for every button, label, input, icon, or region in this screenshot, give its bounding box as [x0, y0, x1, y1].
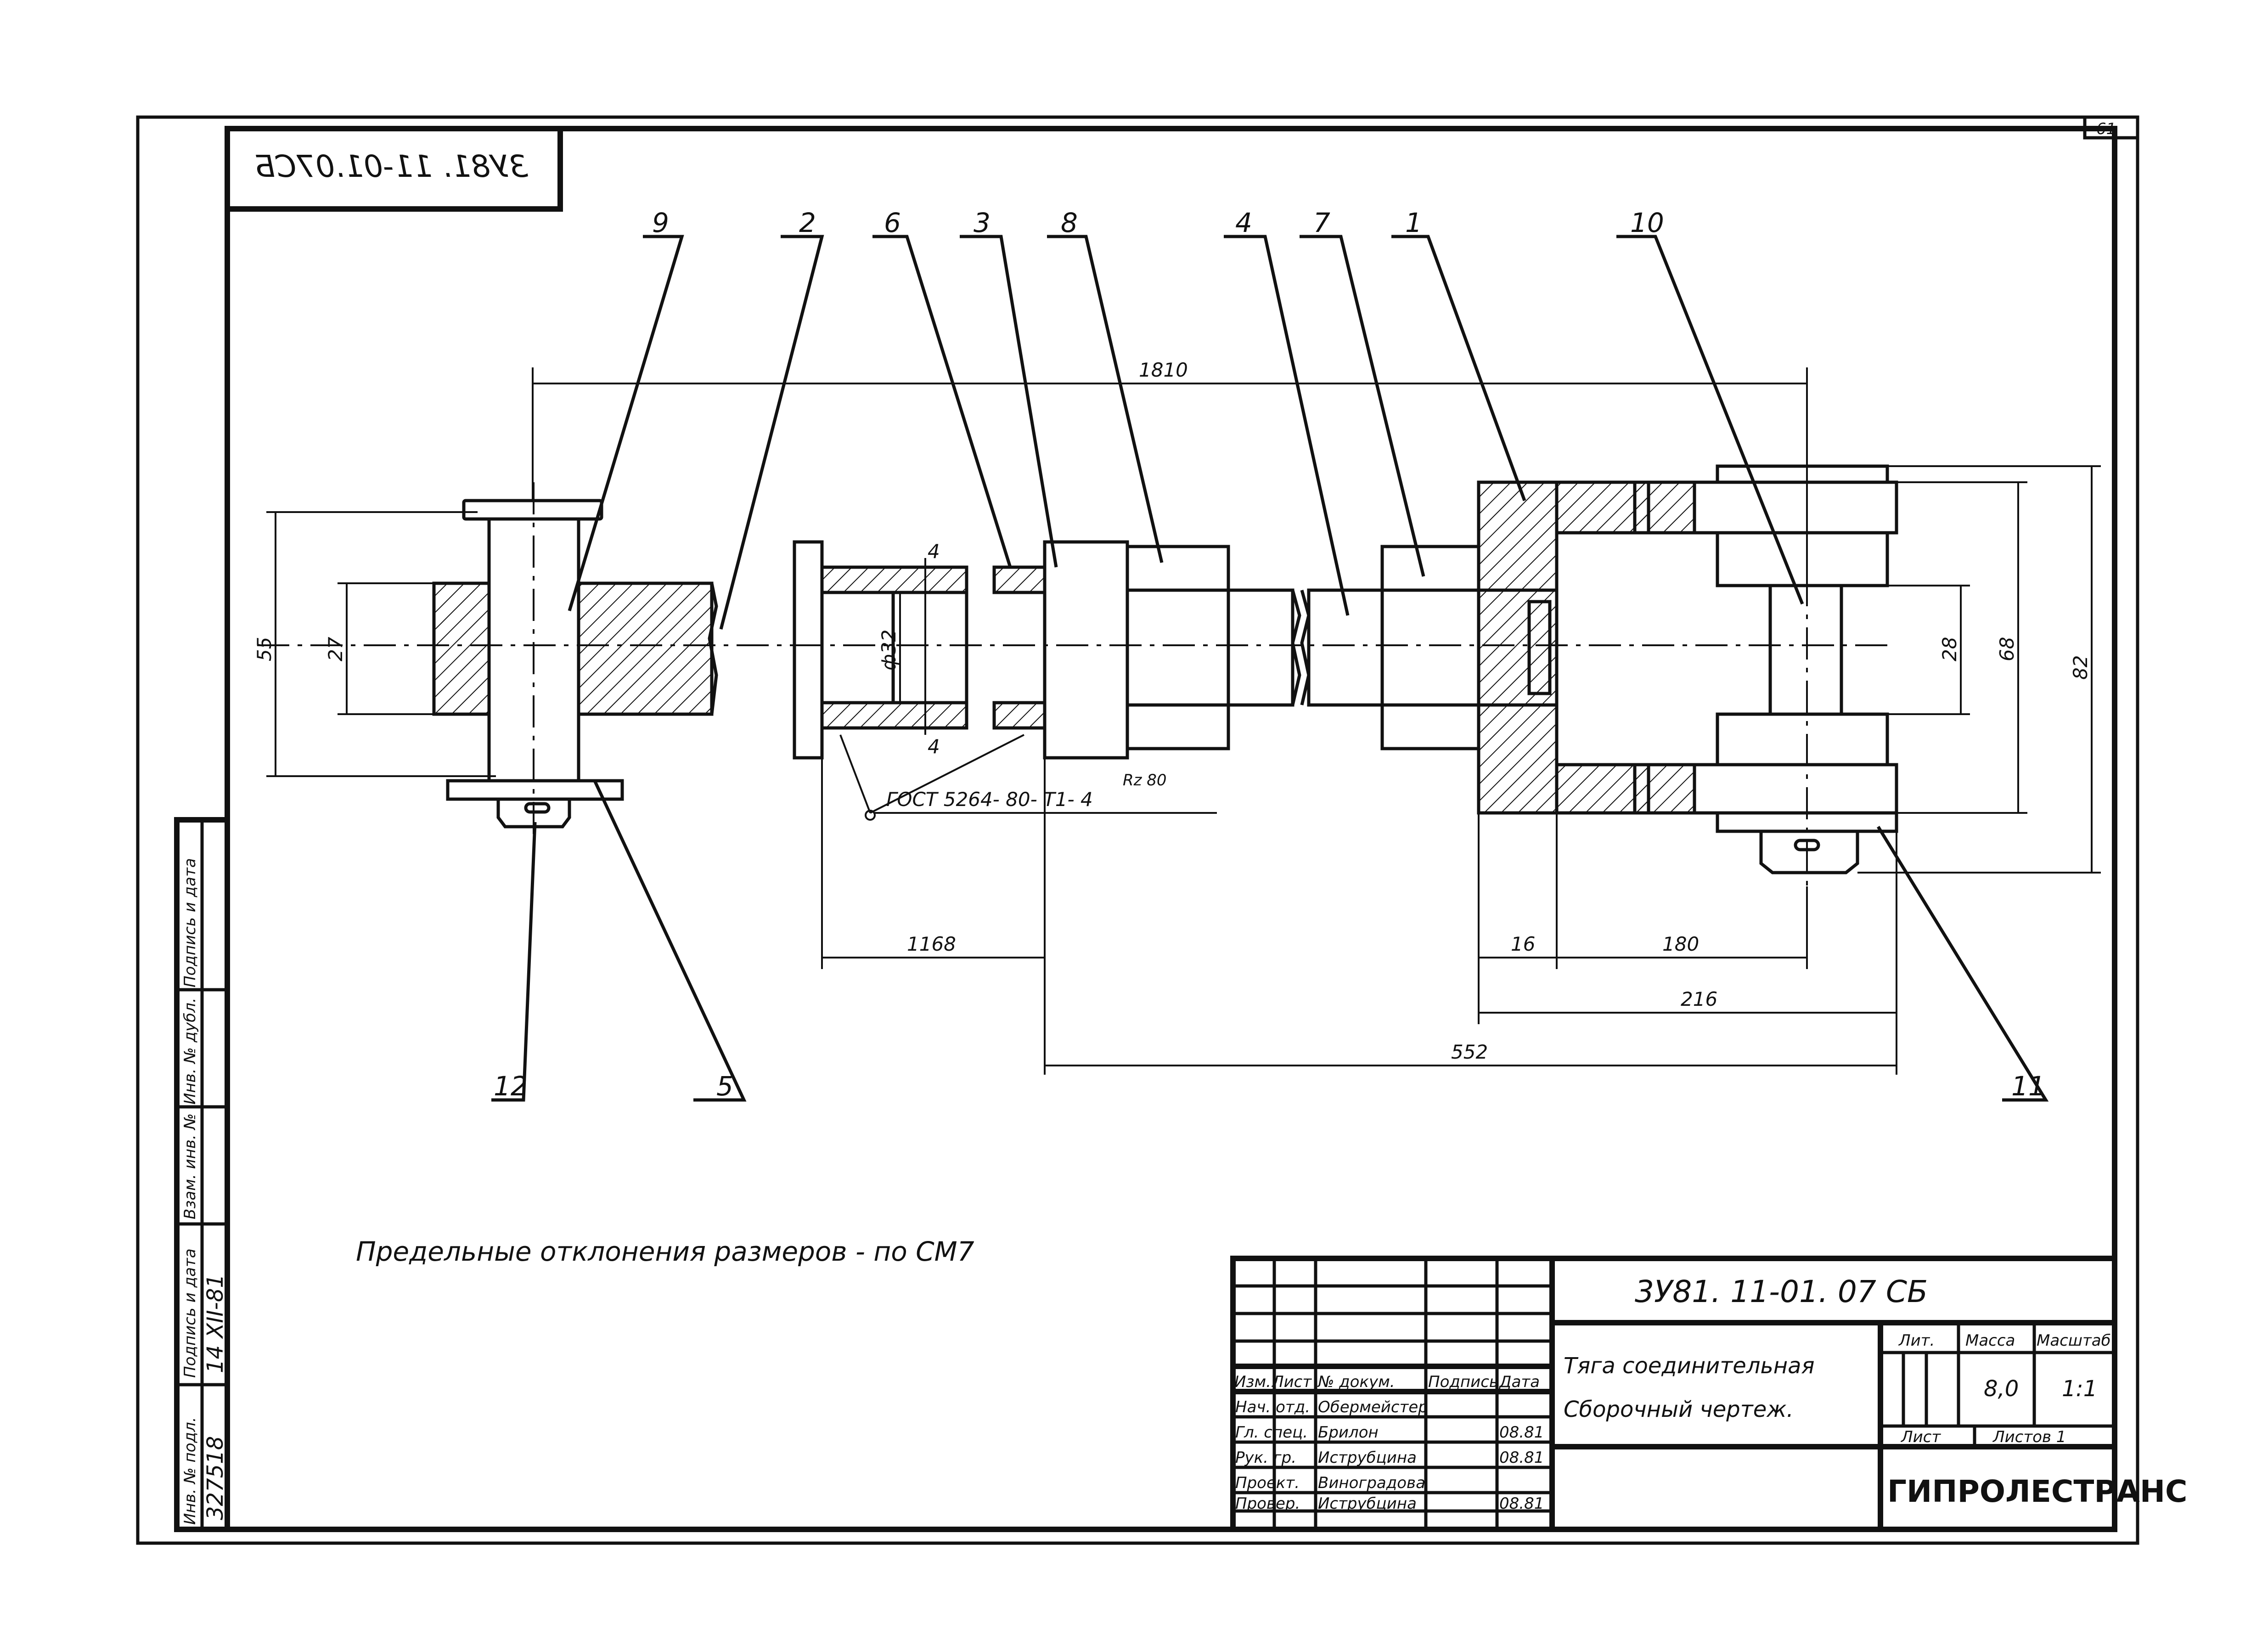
tb-title-line1: Тяга соединительная — [1564, 1353, 1814, 1379]
weld-note: ГОСТ 5264- 80- Т1- 4 — [886, 788, 1093, 811]
outer-frame — [136, 115, 2139, 1545]
dim-55: 55 — [253, 637, 276, 661]
tb-mass-label: Масса — [1965, 1331, 2015, 1350]
section-mark-4-top: 4 — [928, 540, 940, 563]
part-labels: 9 2 6 3 8 4 7 1 10 12 5 11 — [494, 207, 2045, 1102]
part-label-4: 4 — [1235, 207, 1252, 238]
tb-header-sheet: Лист — [1271, 1373, 1312, 1391]
tb-header-change: Изм. — [1234, 1373, 1271, 1391]
tb-scale-label: Масштаб — [2037, 1331, 2111, 1350]
stamp-code-box — [225, 126, 563, 212]
tb-lit-label: Лит. — [1898, 1331, 1935, 1350]
tb-organization: ГИПРОЛЕСТРАНС — [1887, 1474, 2188, 1509]
tb-title-line2: Сборочный чертеж. — [1564, 1397, 1794, 1422]
tb-name-0: Обермейстер — [1318, 1398, 1428, 1416]
side-label-replace: Взам. инв. № — [181, 1113, 199, 1219]
part-label-2: 2 — [799, 207, 816, 238]
section-mark-4-bottom: 4 — [928, 735, 940, 758]
dimension-texts: 1810 1168 16 180 216 552 55 27 ф32 28 68… — [253, 359, 2092, 1063]
dim-28: 28 — [1938, 637, 1961, 661]
side-label-inv-orig: Инв. № подл. — [181, 1417, 199, 1525]
side-label-signature-1: Подпись и дата — [181, 1248, 199, 1378]
side-date: 14 XII-81 — [203, 1274, 228, 1373]
part-label-3: 3 — [974, 207, 990, 238]
part-label-11: 11 — [2011, 1071, 2045, 1102]
tb-scale-value: 1:1 — [2062, 1376, 2097, 1402]
part-label-8: 8 — [1061, 207, 1078, 238]
tb-date-2: 08.81 — [1499, 1449, 1544, 1467]
tb-sheets-label: Листов 1 — [1992, 1428, 2066, 1446]
tb-name-4: Иструбцина — [1318, 1494, 1417, 1513]
tb-sheet-label: Лист — [1900, 1428, 1941, 1446]
dim-d32: ф32 — [878, 630, 900, 671]
fork-body — [1380, 464, 1898, 886]
part-label-10: 10 — [1630, 207, 1664, 238]
weld-roughness: Rz 80 — [1123, 771, 1167, 789]
part-label-1: 1 — [1405, 207, 1422, 238]
tb-role-2: Рук. гр. — [1235, 1449, 1296, 1467]
tb-date-4: 08.81 — [1499, 1494, 1544, 1513]
part-label-7: 7 — [1313, 207, 1330, 238]
side-label-signature-2: Подпись и дата — [181, 858, 199, 987]
dim-552: 552 — [1451, 1041, 1488, 1063]
tb-document-code: 3У81. 11-01. 07 СБ — [1635, 1274, 1928, 1309]
tube-part-2 — [708, 540, 968, 760]
side-label-inv-dup: Инв. № дубл. — [181, 998, 199, 1105]
tb-name-3: Виноградова — [1318, 1474, 1425, 1492]
tb-role-1: Гл. спец. — [1235, 1423, 1308, 1442]
dim-27: 27 — [324, 637, 347, 661]
dim-180: 180 — [1662, 933, 1699, 955]
coupling-cluster — [992, 540, 1301, 760]
left-pin-assembly — [432, 482, 714, 840]
side-inventory-number: 327518 — [203, 1436, 228, 1520]
part-label-12: 12 — [494, 1071, 528, 1102]
dim-1810: 1810 — [1139, 359, 1188, 381]
tb-mass-value: 8,0 — [1984, 1376, 2019, 1402]
sheet-number: 61 — [2096, 120, 2116, 138]
sheet-number-box — [2083, 115, 2139, 140]
leader-lines — [491, 235, 2049, 1102]
dimension-lines — [266, 367, 2101, 1075]
dim-82: 82 — [2069, 655, 2092, 680]
rod-part-4 — [1300, 588, 1384, 707]
tb-date-1: 08.81 — [1499, 1423, 1544, 1442]
part-label-5: 5 — [716, 1071, 733, 1102]
tb-role-0: Нач. отд. — [1235, 1398, 1310, 1416]
tolerance-note: Предельные отклонения размеров - по СМ7 — [356, 1236, 974, 1267]
tb-name-2: Иструбцина — [1318, 1449, 1417, 1467]
side-stamp: Инв. № подл. Подпись и дата Взам. инв. №… — [174, 817, 230, 1532]
part-label-6: 6 — [884, 207, 901, 238]
dim-216: 216 — [1681, 988, 1717, 1010]
dim-16: 16 — [1511, 933, 1535, 955]
dim-1168: 1168 — [907, 933, 956, 955]
tb-role-4: Провер. — [1235, 1494, 1300, 1513]
tb-name-1: Брилон — [1318, 1423, 1379, 1442]
weld-symbol: ГОСТ 5264- 80- Т1- 4 Rz 80 — [839, 734, 1217, 821]
tb-role-3: Проект. — [1235, 1474, 1300, 1492]
tb-header-date: Дата — [1498, 1373, 1540, 1391]
stamp-code-mirrored: 3У81. 11-01.07СБ — [254, 149, 528, 184]
title-block: Изм. Лист № докум. Подпись Дата Нач. отд… — [1230, 1256, 2188, 1532]
part-label-9: 9 — [652, 207, 669, 238]
tb-header-doc: № докум. — [1317, 1373, 1395, 1391]
dim-68: 68 — [1996, 637, 2018, 661]
tb-header-sign: Подпись — [1428, 1373, 1498, 1391]
inner-frame — [225, 126, 2117, 1532]
